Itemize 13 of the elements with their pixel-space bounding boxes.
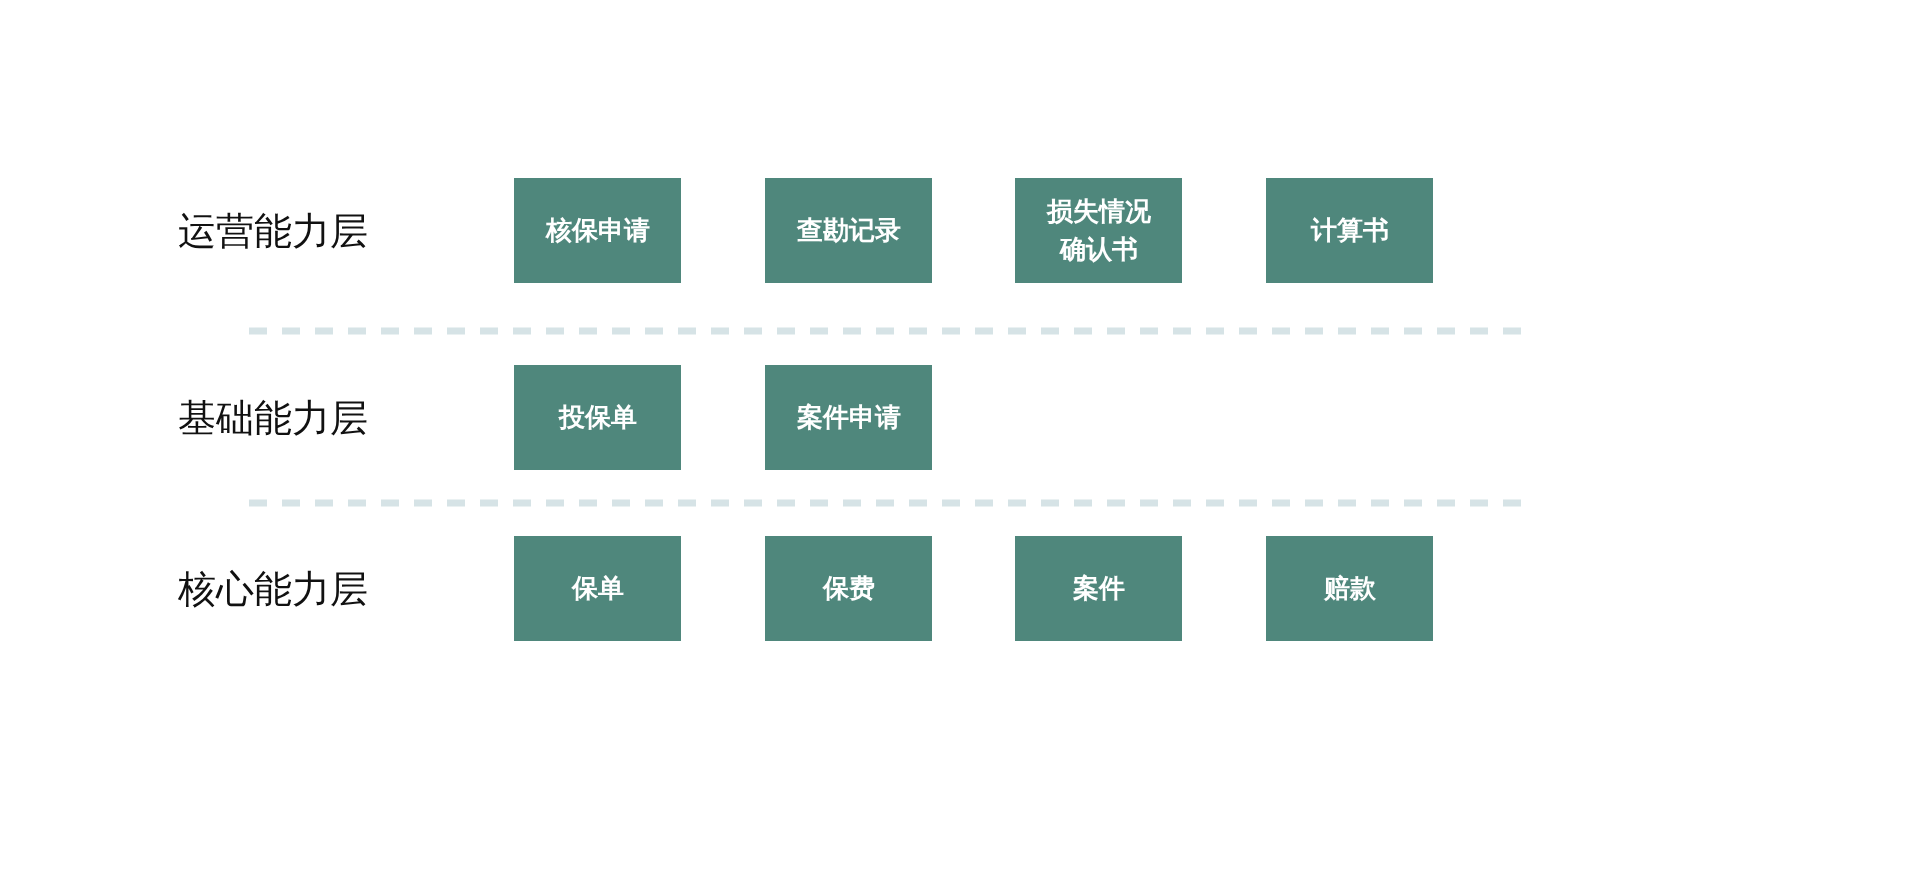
capability-box: 查勘记录 [765, 178, 932, 283]
layer-label: 基础能力层 [178, 395, 368, 442]
capability-box: 保单 [514, 536, 681, 641]
capability-box: 保费 [765, 536, 932, 641]
capability-box: 计算书 [1266, 178, 1433, 283]
layer-label: 运营能力层 [178, 208, 368, 255]
capability-box: 赔款 [1266, 536, 1433, 641]
capability-box: 投保单 [514, 365, 681, 470]
capability-box: 核保申请 [514, 178, 681, 283]
capability-box: 损失情况确认书 [1015, 178, 1182, 283]
layer-label: 核心能力层 [178, 566, 368, 613]
capability-box: 案件申请 [765, 365, 932, 470]
capability-box: 案件 [1015, 536, 1182, 641]
